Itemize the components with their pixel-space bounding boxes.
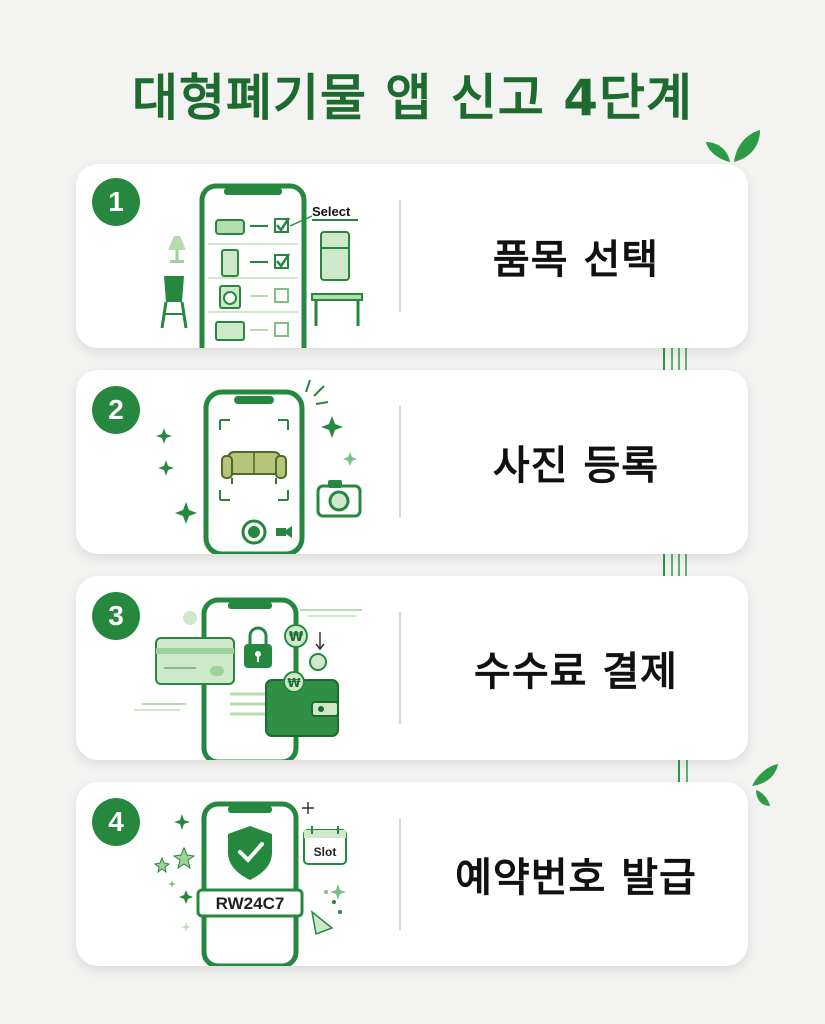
fee-payment-illustration: ₩ ₩	[134, 597, 362, 760]
step-label-4: 예약번호 발급	[455, 855, 697, 901]
step-number-badge-3: 3	[92, 592, 140, 640]
step-card-1: Select 품목 선택	[76, 164, 748, 348]
calendar-slot-label: Slot	[314, 845, 337, 859]
card-divider	[399, 818, 401, 930]
reservation-number-illustration: RW24C7 Slot	[153, 801, 347, 966]
leaf-decoration-bottom	[752, 764, 778, 806]
card-divider	[399, 406, 401, 518]
step-card-4: RW24C7 Slot 예약번호 발급	[76, 782, 748, 966]
card-divider	[399, 612, 401, 724]
photo-upload-illustration	[156, 379, 362, 554]
card-divider	[399, 200, 401, 312]
step-number-badge-1: 1	[92, 178, 140, 226]
won-symbol-1: ₩	[289, 630, 304, 645]
step-number-badge-4: 4	[92, 798, 140, 846]
step-number-badge-2: 2	[92, 386, 140, 434]
step-label-1: 품목 선택	[492, 237, 660, 283]
reservation-code: RW24C7	[216, 894, 285, 913]
step-card-2: 사진 등록	[76, 370, 748, 554]
step-card-3: ₩ ₩ 수수료 결제	[76, 576, 748, 760]
leaf-decoration-top	[706, 130, 760, 162]
won-symbol-2: ₩	[287, 676, 301, 690]
item-selection-illustration: Select	[160, 183, 363, 348]
step-label-3: 수수료 결제	[474, 649, 678, 695]
page-title: 대형폐기물 앱 신고 4단계	[131, 69, 693, 127]
step-label-2: 사진 등록	[492, 443, 660, 489]
select-caption: Select	[312, 204, 351, 219]
